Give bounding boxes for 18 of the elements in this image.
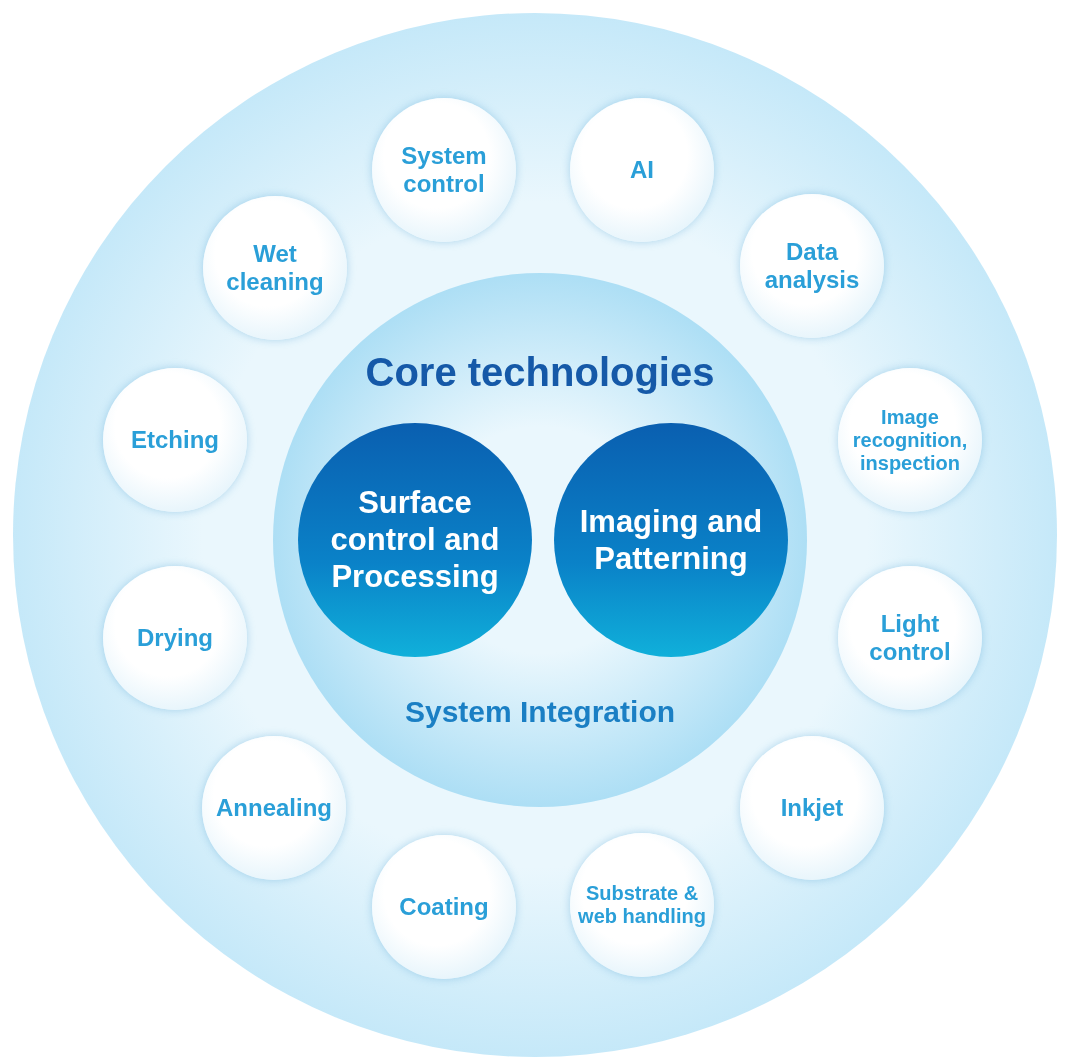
circle-label: Substrate & web handling — [577, 882, 707, 928]
circle-label: Annealing — [215, 794, 333, 822]
circle-label: Data analysis — [763, 238, 861, 294]
subheading: System Integration — [404, 695, 676, 729]
circle-label: System control — [400, 142, 488, 198]
circle-label: Imaging and Patterning — [578, 502, 764, 578]
circle-label: Surface control and Processing — [329, 484, 501, 596]
circle-label: Coating — [398, 893, 490, 921]
circle-label: Wet cleaning — [225, 240, 325, 296]
circle-label: Light control — [868, 610, 952, 666]
technology-circle — [740, 194, 884, 338]
heading: Core technologies — [365, 349, 715, 395]
circle-label: Etching — [130, 426, 220, 454]
circle-label: Image recognition, inspection — [851, 405, 969, 475]
circle-label: Drying — [136, 624, 214, 652]
circle-label: Inkjet — [779, 794, 845, 822]
technology-circle — [570, 98, 714, 242]
circle-label: AI — [629, 156, 655, 184]
